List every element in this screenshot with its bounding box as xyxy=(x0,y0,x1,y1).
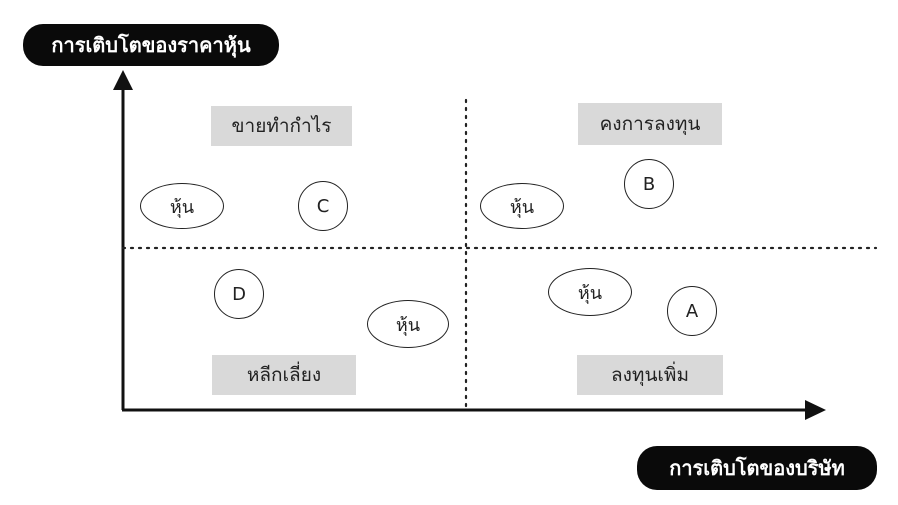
quadrant-label-bottom-left: หลีกเลี่ยง xyxy=(212,355,356,395)
company-circle-a: A xyxy=(667,286,717,336)
quadrant-label-top-right: คงการลงทุน xyxy=(578,103,722,145)
company-circle-b: B xyxy=(624,159,674,209)
y-axis-arrowhead xyxy=(113,70,133,90)
quadrant-label-top-left: ขายทำกำไร xyxy=(211,106,352,146)
stock-ellipse-top-right: หุ้น xyxy=(480,183,564,229)
stock-ellipse-bottom-right: หุ้น xyxy=(548,268,632,316)
company-circle-c: C xyxy=(298,181,348,231)
x-axis-title: การเติบโตของบริษัท xyxy=(637,446,877,490)
quadrant-label-bottom-right: ลงทุนเพิ่ม xyxy=(577,355,723,395)
stock-ellipse-bottom-left: หุ้น xyxy=(367,300,449,348)
x-axis-arrowhead xyxy=(805,400,826,420)
company-circle-d: D xyxy=(214,269,264,319)
y-axis-title: การเติบโตของราคาหุ้น xyxy=(23,24,279,66)
stock-ellipse-top-left: หุ้น xyxy=(140,183,224,229)
